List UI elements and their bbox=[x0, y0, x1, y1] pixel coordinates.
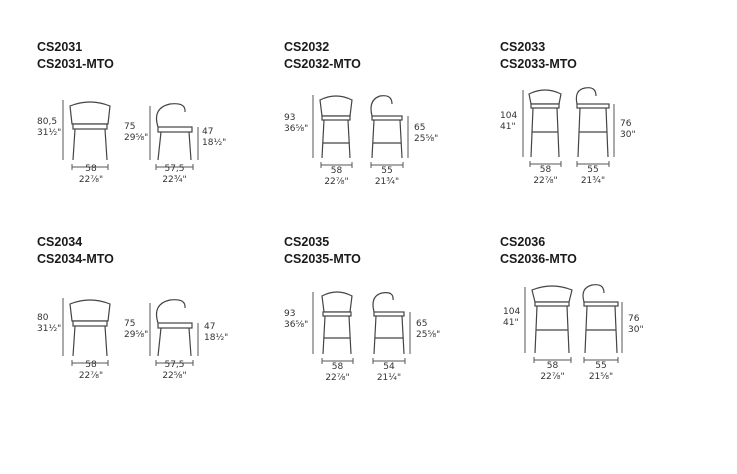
cs2036-side-view bbox=[582, 284, 623, 363]
cs2033-side-view bbox=[575, 87, 615, 167]
cs2034-side-view bbox=[149, 299, 199, 366]
product-title-cs2032: CS2032 CS2032-MTO bbox=[284, 40, 361, 71]
cs2034-front-view bbox=[62, 298, 111, 366]
cs2035-side-view bbox=[372, 292, 411, 364]
cs2033-front-view bbox=[522, 89, 562, 167]
product-title-cs2034: CS2034 CS2034-MTO bbox=[37, 235, 114, 266]
cs2036-front-view bbox=[524, 285, 573, 363]
cs2032-front-view bbox=[312, 95, 353, 168]
product-title-cs2036: CS2036 CS2036-MTO bbox=[500, 235, 577, 266]
cs2031-front-view bbox=[62, 100, 111, 170]
product-title-cs2031: CS2031 CS2031-MTO bbox=[37, 40, 114, 71]
cs2032-side-view bbox=[370, 95, 409, 168]
cs2035-front-view bbox=[312, 291, 354, 364]
cs2031-side-view bbox=[149, 103, 199, 170]
product-title-cs2033: CS2033 CS2033-MTO bbox=[500, 40, 577, 71]
product-title-cs2035: CS2035 CS2035-MTO bbox=[284, 235, 361, 266]
